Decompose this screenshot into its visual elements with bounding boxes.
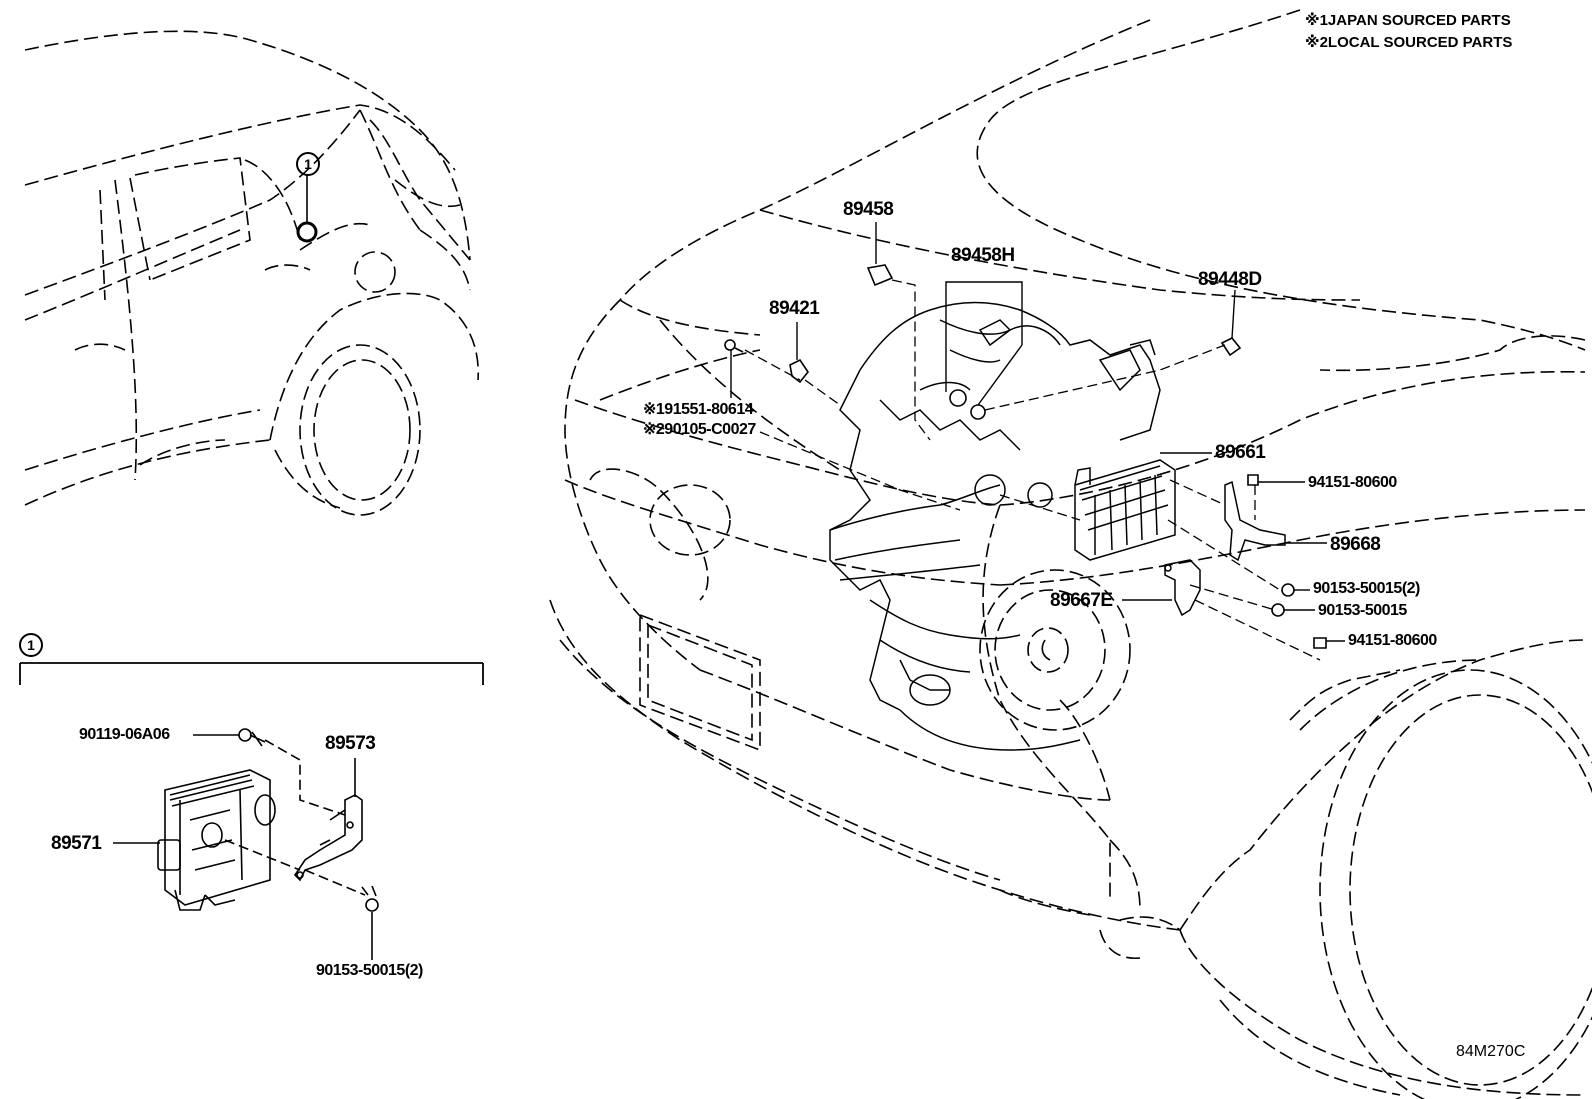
sensor-89448D-drawing (1222, 338, 1240, 355)
inset-leader-lines (113, 735, 372, 960)
part-label-290105-C0027: ※290105-C0027 (643, 421, 756, 438)
part-label-94151-80600-top: 94151-80600 (1308, 474, 1397, 491)
location-circle (298, 223, 316, 241)
part-label-90153-50015-2: 90153-50015(2) (1313, 580, 1420, 597)
license-plate-outline (640, 615, 760, 750)
part-label-89661: 89661 (1215, 442, 1266, 463)
inset-callout-marker: 1 (19, 633, 43, 657)
part-label-89421: 89421 (769, 298, 820, 319)
part-label-89448D: 89448D (1198, 269, 1262, 290)
transmission-drawing (980, 570, 1130, 730)
leader-lines (731, 222, 1345, 641)
part-label-89573: 89573 (325, 733, 376, 754)
bracket-89667E-drawing (1165, 560, 1200, 615)
japan-sourced-note: ※1JAPAN SOURCED PARTS (1305, 12, 1511, 29)
engine-drawing (830, 303, 1160, 751)
part-label-89458: 89458 (843, 199, 894, 220)
ecu-89661-drawing (1075, 460, 1175, 560)
local-sourced-note: ※2LOCAL SOURCED PARTS (1305, 34, 1513, 51)
part-label-191551-80614: ※191551-80614 (643, 401, 754, 418)
sensor-89458H-drawing (950, 390, 985, 419)
grille-outline (700, 505, 1140, 910)
part-label-94151-80600-bottom: 94151-80600 (1348, 632, 1437, 649)
callout-marker: 1 (296, 152, 320, 176)
dashed-leader-lines (745, 280, 1320, 660)
sensor-89458-drawing (868, 265, 892, 285)
bracket-89668-drawing (1225, 482, 1285, 560)
rear-vehicle-outline (25, 31, 478, 515)
part-label-89667E: 89667E (1050, 590, 1113, 611)
transmission-arc (1042, 640, 1050, 660)
inset-bracket (20, 663, 483, 685)
front-vehicle-outline (550, 10, 1592, 1099)
part-label-90153-50015: 90153-50015 (1318, 602, 1407, 619)
bracket-89573-drawing (295, 795, 362, 880)
bolts-and-nuts (725, 340, 1326, 648)
part-label-89571: 89571 (51, 833, 102, 854)
part-label-90119-06A06: 90119-06A06 (79, 726, 170, 743)
part-label-89668: 89668 (1330, 534, 1381, 555)
diagram-code: 84M270C (1456, 1043, 1526, 1060)
sensor-89421-drawing (790, 360, 808, 382)
part-label-89458H: 89458H (951, 245, 1015, 266)
part-label-90153-50015-inset: 90153-50015(2) (316, 962, 423, 979)
module-89571-drawing (158, 770, 275, 910)
